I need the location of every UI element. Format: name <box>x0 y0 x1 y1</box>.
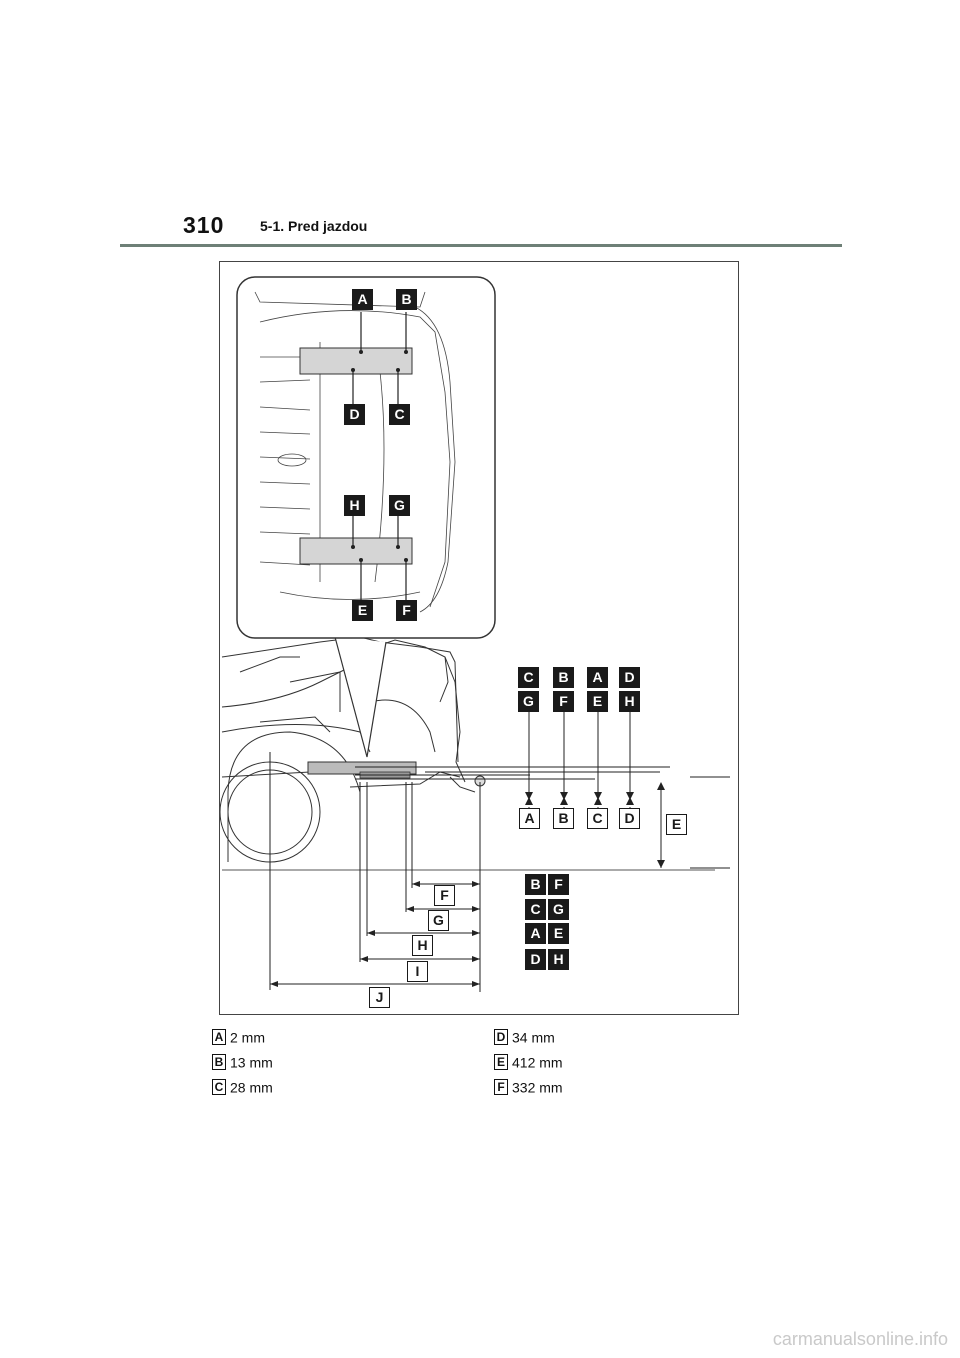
dim-label-h: H <box>412 935 433 956</box>
row-label: C <box>587 808 608 829</box>
vehicle-line-drawing <box>220 276 730 992</box>
dim-right-label: C <box>525 899 546 920</box>
dim-right-label: F <box>548 874 569 895</box>
dim-label-j: J <box>369 987 390 1008</box>
dim-right-label: G <box>548 899 569 920</box>
stack-label-upper: A <box>587 667 608 688</box>
dim-right-label: D <box>525 949 546 970</box>
stack-label-upper: B <box>553 667 574 688</box>
legend-key: B <box>212 1054 226 1071</box>
legend-key: F <box>494 1079 508 1096</box>
stack-label-lower: E <box>587 691 608 712</box>
legend-value: 2 mm <box>230 1029 265 1046</box>
header-divider <box>120 244 842 247</box>
dim-right-label: B <box>525 874 546 895</box>
inset-label-a: A <box>352 289 373 310</box>
stack-label-upper: D <box>619 667 640 688</box>
inset-label-f: F <box>396 600 417 621</box>
dim-label-i: I <box>407 961 428 982</box>
inset-label-g: G <box>389 495 410 516</box>
inset-label-b: B <box>396 289 417 310</box>
stack-label-lower: H <box>619 691 640 712</box>
height-label: E <box>666 814 687 835</box>
legend-key: A <box>212 1029 226 1046</box>
page-number: 310 <box>183 212 225 238</box>
legend-key: D <box>494 1029 508 1046</box>
tow-hitch-dimension-figure: A B D C H G E F C G B F A E D H A B C D … <box>219 261 739 1015</box>
legend-value: 28 mm <box>230 1079 273 1096</box>
row-label: D <box>619 808 640 829</box>
dim-label-f: F <box>434 885 455 906</box>
dim-right-label: H <box>548 949 569 970</box>
section-title: 5-1. Pred jazdou <box>260 218 368 234</box>
dim-right-label: A <box>525 923 546 944</box>
inset-label-e: E <box>352 600 373 621</box>
dim-right-label: E <box>548 923 569 944</box>
stack-label-lower: F <box>553 691 574 712</box>
legend-key: E <box>494 1054 508 1071</box>
row-label: B <box>553 808 574 829</box>
inset-label-d: D <box>344 404 365 425</box>
stack-label-lower: G <box>518 691 539 712</box>
legend-value: 13 mm <box>230 1054 273 1071</box>
inset-label-h: H <box>344 495 365 516</box>
row-label: A <box>519 808 540 829</box>
legend-key: C <box>212 1079 226 1096</box>
legend-value: 332 mm <box>512 1079 563 1096</box>
stack-label-upper: C <box>518 667 539 688</box>
dim-label-g: G <box>428 910 449 931</box>
inset-label-c: C <box>389 404 410 425</box>
watermark: carmanualsonline.info <box>772 1329 948 1349</box>
legend-value: 412 mm <box>512 1054 563 1071</box>
legend-value: 34 mm <box>512 1029 555 1046</box>
